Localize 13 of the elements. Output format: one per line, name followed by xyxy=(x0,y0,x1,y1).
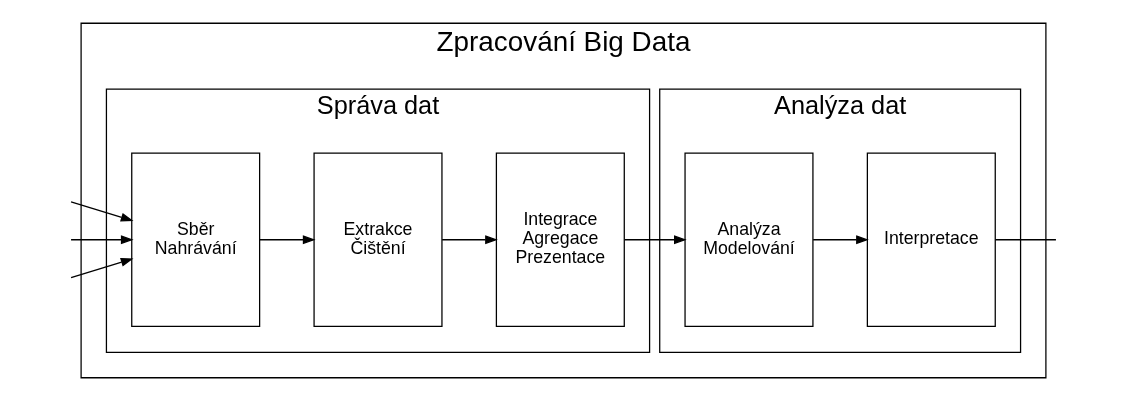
node-box: Analýza Modelování xyxy=(684,152,814,328)
arrow xyxy=(70,258,134,279)
node-box: Integrace Agregace Prezentace xyxy=(495,152,625,328)
node-box: Interpretace xyxy=(866,152,996,328)
arrow xyxy=(441,235,498,245)
arrow xyxy=(812,235,869,245)
node-box: Sběr Nahrávání xyxy=(131,152,261,328)
arrow xyxy=(70,201,134,222)
arrow xyxy=(259,235,316,245)
node-box: Extrakce Čištění xyxy=(313,152,443,328)
connector xyxy=(994,239,1057,241)
arrow xyxy=(70,235,134,245)
arrow xyxy=(624,235,687,245)
